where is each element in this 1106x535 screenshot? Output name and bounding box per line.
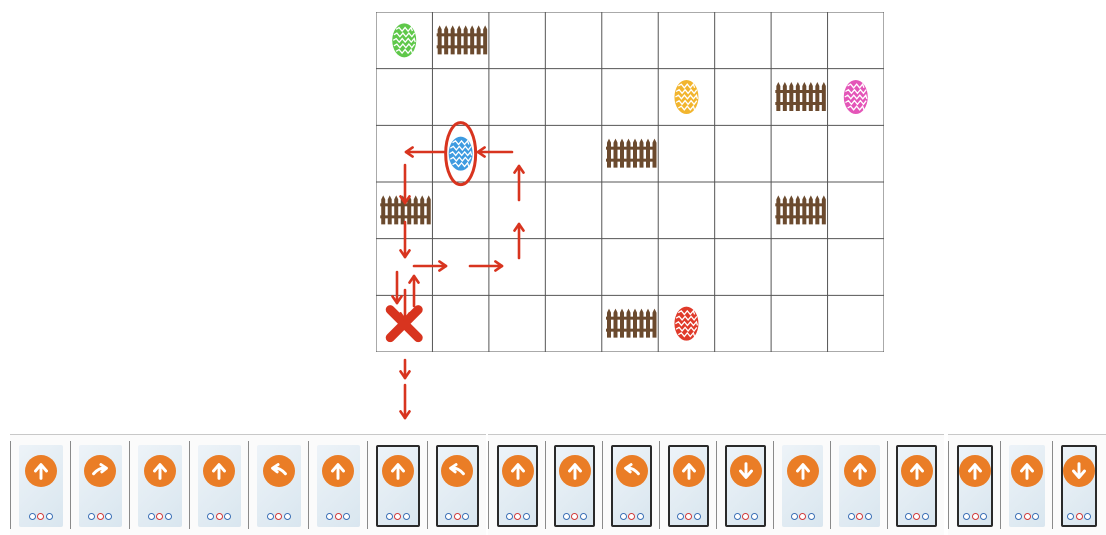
left-arrow-icon (616, 455, 648, 487)
command-card-forward[interactable] (367, 441, 428, 529)
card-logo-icon (734, 513, 758, 523)
card-logo-icon (1067, 513, 1091, 523)
card-logo-icon (791, 513, 815, 523)
card-logo-icon (563, 513, 587, 523)
command-card-forward[interactable] (545, 441, 603, 529)
left-arrow-icon (263, 455, 295, 487)
cross-icon (390, 310, 418, 338)
card-logo-icon (905, 513, 929, 523)
card-logo-icon (386, 513, 410, 523)
card-logo-icon (1015, 513, 1039, 523)
route-arrow (400, 360, 409, 378)
card-logo-icon (267, 513, 291, 523)
command-card-forward[interactable] (948, 441, 1001, 529)
forward-arrow-icon (322, 455, 354, 487)
forward-arrow-icon (382, 455, 414, 487)
card-logo-icon (326, 513, 350, 523)
fence-icon (606, 309, 657, 338)
forward-arrow-icon (901, 455, 933, 487)
forward-arrow-icon (559, 455, 591, 487)
command-card-right[interactable] (70, 441, 131, 529)
card-logo-icon (848, 513, 872, 523)
command-card-forward[interactable] (1000, 441, 1053, 529)
card-strip (10, 434, 486, 535)
command-card-backward[interactable] (1052, 441, 1105, 529)
egg-icon (674, 80, 698, 114)
command-card-forward[interactable] (129, 441, 190, 529)
command-card-left[interactable] (602, 441, 660, 529)
forward-arrow-icon (203, 455, 235, 487)
card-logo-icon (207, 513, 231, 523)
card-logo-icon (29, 513, 53, 523)
command-card-forward[interactable] (10, 441, 71, 529)
forward-arrow-icon (673, 455, 705, 487)
command-card-backward[interactable] (716, 441, 774, 529)
card-logo-icon (620, 513, 644, 523)
fence-icon (775, 195, 826, 224)
egg-icon (844, 80, 868, 114)
fence-icon (606, 139, 657, 168)
forward-arrow-icon (787, 455, 819, 487)
command-card-forward[interactable] (659, 441, 717, 529)
backward-arrow-icon (1063, 455, 1095, 487)
command-card-left[interactable] (248, 441, 309, 529)
command-card-forward[interactable] (189, 441, 250, 529)
card-logo-icon (677, 513, 701, 523)
egg-icon (674, 307, 698, 341)
fence-icon (775, 82, 826, 111)
card-logo-icon (445, 513, 469, 523)
command-card-forward[interactable] (887, 441, 945, 529)
game-board (376, 12, 884, 352)
right-arrow-icon (84, 455, 116, 487)
forward-arrow-icon (144, 455, 176, 487)
command-card-forward[interactable] (773, 441, 831, 529)
forward-arrow-icon (502, 455, 534, 487)
command-card-forward[interactable] (308, 441, 369, 529)
card-logo-icon (88, 513, 112, 523)
backward-arrow-icon (730, 455, 762, 487)
route-arrow (400, 385, 409, 418)
command-card-left[interactable] (427, 441, 488, 529)
egg-icon (449, 137, 473, 171)
card-logo-icon (148, 513, 172, 523)
card-logo-icon (506, 513, 530, 523)
forward-arrow-icon (844, 455, 876, 487)
command-card-forward[interactable] (488, 441, 546, 529)
card-strip (488, 434, 944, 535)
egg-icon (392, 23, 416, 57)
fence-icon (380, 195, 431, 224)
left-arrow-icon (441, 455, 473, 487)
card-logo-icon (963, 513, 987, 523)
forward-arrow-icon (1011, 455, 1043, 487)
forward-arrow-icon (959, 455, 991, 487)
forward-arrow-icon (25, 455, 57, 487)
card-strip (948, 434, 1106, 535)
command-card-forward[interactable] (830, 441, 888, 529)
fence-icon (437, 25, 488, 54)
